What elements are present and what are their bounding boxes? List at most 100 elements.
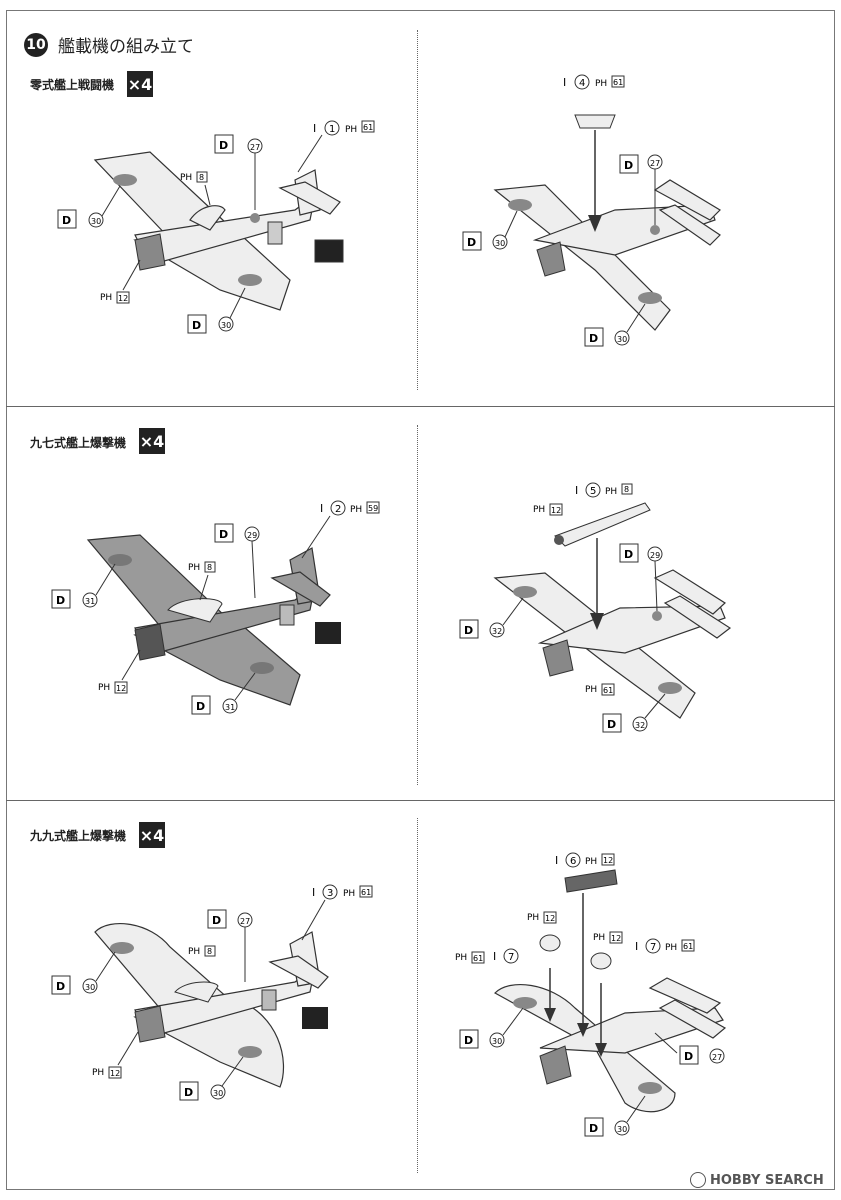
svg-text:61: 61	[473, 954, 483, 963]
section-title-type99: 九九式艦上爆撃機	[30, 829, 127, 843]
svg-text:D: D	[684, 1050, 693, 1063]
column-divider-3	[417, 818, 418, 1173]
svg-text:2: 2	[335, 504, 341, 515]
svg-text:27: 27	[250, 143, 260, 152]
svg-text:8: 8	[199, 173, 204, 182]
svg-text:D: D	[196, 700, 205, 713]
svg-text:D: D	[219, 139, 228, 152]
svg-text:D: D	[184, 1086, 193, 1099]
svg-text:D: D	[464, 1034, 473, 1047]
svg-text:8: 8	[624, 485, 629, 494]
svg-text:PH: PH	[345, 125, 357, 135]
section-title-type97: 九七式艦上爆撃機	[30, 436, 127, 450]
svg-text:61: 61	[603, 686, 613, 695]
roundel-lower-right	[238, 274, 262, 286]
step-number: 10	[24, 32, 48, 57]
svg-text:I: I	[555, 854, 558, 867]
svg-text:12: 12	[118, 294, 128, 303]
svg-text:30: 30	[91, 217, 101, 226]
zero-plane-diagram: I 1 PH 61 PH 8 PH 12 D 27 D 30 D 30	[57, 120, 375, 334]
svg-text:8: 8	[207, 563, 212, 572]
step-title: 艦載機の組み立て	[58, 37, 194, 57]
svg-text:3: 3	[327, 888, 333, 899]
column-divider-1	[417, 30, 418, 390]
section-divider-1	[6, 406, 835, 407]
svg-text:29: 29	[650, 551, 660, 560]
zero-callouts: I 1 PH 61 PH 8 PH 12 D 27 D 30 D 30	[57, 120, 375, 334]
svg-text:PH: PH	[188, 563, 200, 573]
svg-text:I: I	[312, 886, 315, 899]
type97-underside-diagram: I 5 PH 8 PH 12 D 29 D 32 PH 61 D 32	[459, 482, 732, 733]
svg-text:27: 27	[650, 159, 660, 168]
section-divider-2	[6, 800, 835, 801]
svg-text:32: 32	[635, 721, 645, 730]
svg-text:30: 30	[495, 239, 505, 248]
svg-text:27: 27	[712, 1053, 722, 1062]
svg-text:29: 29	[247, 531, 257, 540]
section-title-zero: 零式艦上戦闘機	[30, 78, 115, 92]
svg-text:PH: PH	[455, 953, 467, 963]
svg-text:61: 61	[683, 942, 693, 951]
quantity-badge-zero: ×4	[127, 71, 153, 97]
step-header: 10 艦載機の組み立て	[24, 32, 194, 57]
svg-text:D: D	[624, 548, 633, 561]
svg-text:D: D	[56, 980, 65, 993]
svg-text:D: D	[624, 159, 633, 172]
svg-text:PH: PH	[92, 1068, 104, 1078]
svg-text:D: D	[589, 1122, 598, 1135]
svg-text:D: D	[464, 624, 473, 637]
svg-text:D: D	[62, 214, 71, 227]
type99-plane-diagram: I 3 PH 61 D 27 PH 8 D 30 PH 12 D 30	[51, 884, 373, 1101]
svg-text:PH: PH	[180, 173, 192, 183]
svg-text:30: 30	[85, 983, 95, 992]
type97-plane-diagram: I 2 PH 59 D 29 PH 8 D 31 PH 12 D 31	[51, 500, 380, 715]
quantity-badge-type99: ×4	[139, 822, 165, 848]
zero-underside-diagram: I 4 PH 61 D 27 D 30 D 30	[462, 74, 721, 347]
svg-text:31: 31	[85, 597, 95, 606]
svg-text:5: 5	[590, 486, 596, 497]
svg-text:1: 1	[329, 124, 335, 135]
svg-text:PH: PH	[593, 933, 605, 943]
svg-text:D: D	[192, 319, 201, 332]
svg-text:6: 6	[570, 856, 576, 867]
svg-text:PH: PH	[585, 857, 597, 867]
svg-text:PH: PH	[343, 889, 355, 899]
svg-text:7: 7	[508, 952, 514, 963]
svg-text:PH: PH	[665, 943, 677, 953]
svg-text:I: I	[493, 950, 496, 963]
roundel-upper-left	[113, 174, 137, 186]
svg-text:PH: PH	[98, 683, 110, 693]
quantity-badge-type97: ×4	[139, 428, 165, 454]
svg-text:PH: PH	[188, 947, 200, 957]
svg-text:PH: PH	[350, 505, 362, 515]
svg-text:D: D	[219, 528, 228, 541]
svg-text:PH: PH	[100, 293, 112, 303]
svg-text:31: 31	[225, 703, 235, 712]
svg-text:I: I	[563, 76, 566, 89]
svg-text:27: 27	[240, 917, 250, 926]
svg-text:PH: PH	[527, 913, 539, 923]
watermark-logo-icon	[690, 1172, 706, 1188]
svg-text:30: 30	[221, 321, 231, 330]
svg-text:12: 12	[110, 1069, 120, 1078]
svg-text:PH: PH	[533, 505, 545, 515]
svg-text:12: 12	[545, 914, 555, 923]
watermark: HOBBY SEARCH	[690, 1172, 824, 1188]
svg-text:D: D	[56, 594, 65, 607]
svg-text:D: D	[212, 914, 221, 927]
svg-text:61: 61	[613, 78, 623, 87]
svg-text:PH: PH	[595, 79, 607, 89]
svg-text:12: 12	[551, 506, 561, 515]
svg-text:32: 32	[492, 627, 502, 636]
svg-text:PH: PH	[585, 685, 597, 695]
svg-text:12: 12	[116, 684, 126, 693]
svg-text:I: I	[635, 940, 638, 953]
watermark-text: HOBBY SEARCH	[710, 1172, 824, 1188]
svg-text:30: 30	[213, 1089, 223, 1098]
svg-text:12: 12	[611, 934, 621, 943]
svg-text:61: 61	[361, 888, 371, 897]
svg-text:I: I	[313, 122, 316, 135]
svg-text:8: 8	[207, 947, 212, 956]
svg-text:12: 12	[603, 856, 613, 865]
instruction-frame	[6, 10, 835, 1190]
